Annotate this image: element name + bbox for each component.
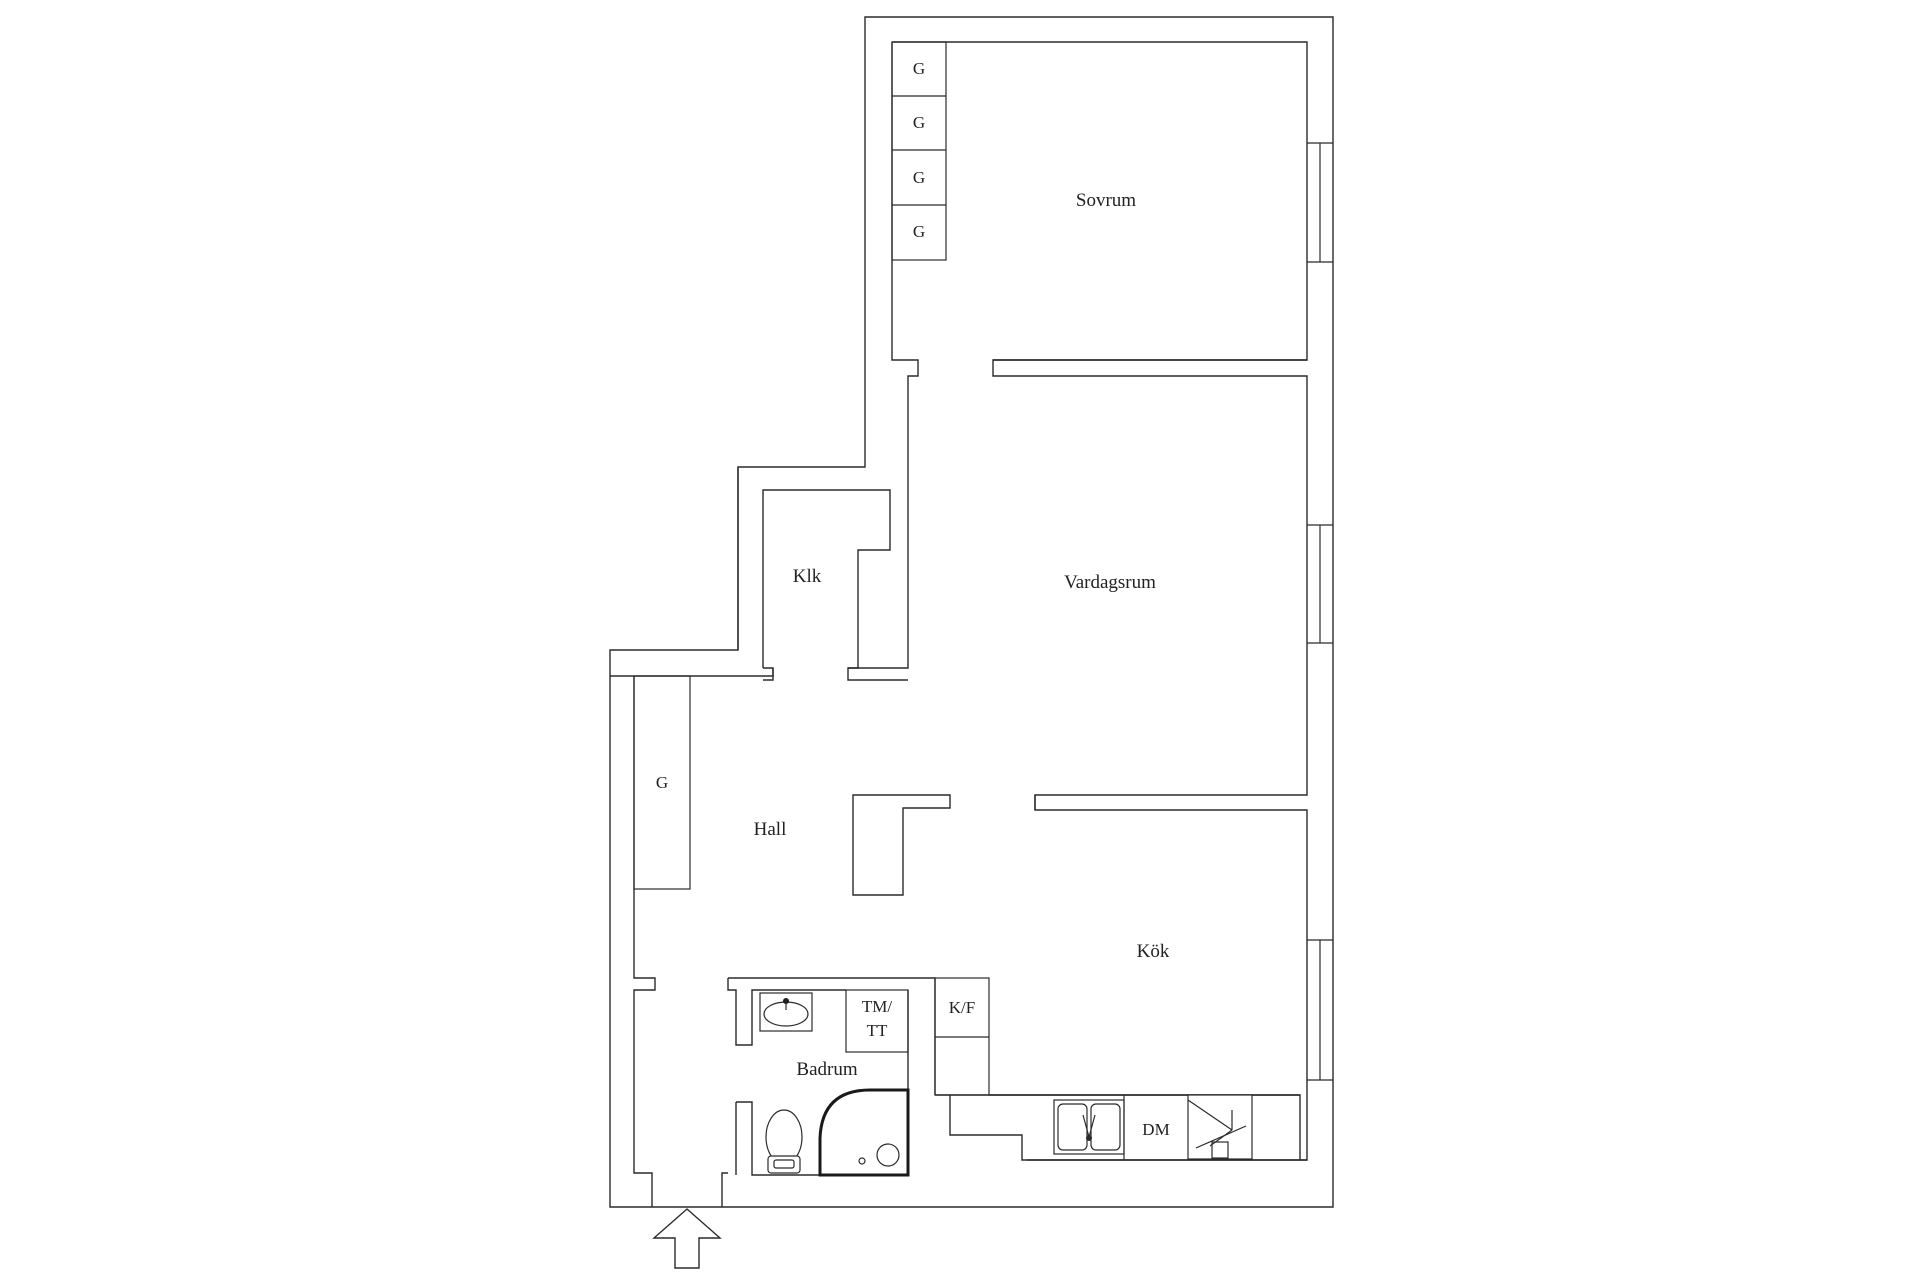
room-label-sovrum: Sovrum: [1076, 190, 1136, 211]
kf-label: K/F: [949, 998, 975, 1017]
closet-label: G: [913, 168, 925, 187]
fridge-freezer: [934, 977, 990, 1096]
stove-icon: [1187, 1094, 1253, 1160]
shower-icon: [818, 1088, 910, 1177]
kitchen-counter: [949, 1094, 1307, 1161]
hall-wall: [610, 668, 774, 677]
klk-wall: [762, 489, 891, 669]
hall-left-wall: [633, 676, 656, 1207]
room-label-badrum: Badrum: [796, 1059, 857, 1080]
toilet-icon: [765, 1109, 803, 1174]
entry-arrow-icon: [652, 1208, 722, 1269]
tm-label-line1: TM/: [862, 997, 893, 1016]
tm-tt-box: [845, 989, 909, 1053]
room-label-hall: Hall: [754, 819, 787, 840]
outer-wall-inner: [892, 41, 1308, 1161]
kitchen-sink-icon: [1053, 1099, 1125, 1155]
closet-label: G: [913, 222, 925, 241]
entrance-jamb: [721, 1172, 728, 1207]
klk-left-stub: [763, 667, 774, 681]
closet-label: G: [913, 59, 925, 78]
hall-partition: [852, 794, 951, 896]
window-sovrum: [1307, 142, 1333, 263]
window-kok: [1307, 939, 1333, 1081]
outer-wall: [609, 16, 1334, 1208]
closet-label: G: [913, 113, 925, 132]
room-label-klk: Klk: [793, 566, 822, 587]
tm-label-line2: TT: [867, 1021, 888, 1040]
closet-column-sovrum: [891, 41, 947, 261]
dm-label: DM: [1142, 1120, 1169, 1139]
shower-drain-icon: [876, 1143, 900, 1167]
shower-drain-small-icon: [858, 1157, 866, 1165]
sovrum-wall: [847, 42, 919, 681]
window-vardagsrum: [1307, 524, 1333, 644]
sink-icon: [759, 992, 813, 1032]
room-label-vardagsrum: Vardagsrum: [1064, 572, 1156, 593]
closet-label: G: [656, 773, 668, 792]
room-label-kok: Kök: [1137, 941, 1170, 962]
